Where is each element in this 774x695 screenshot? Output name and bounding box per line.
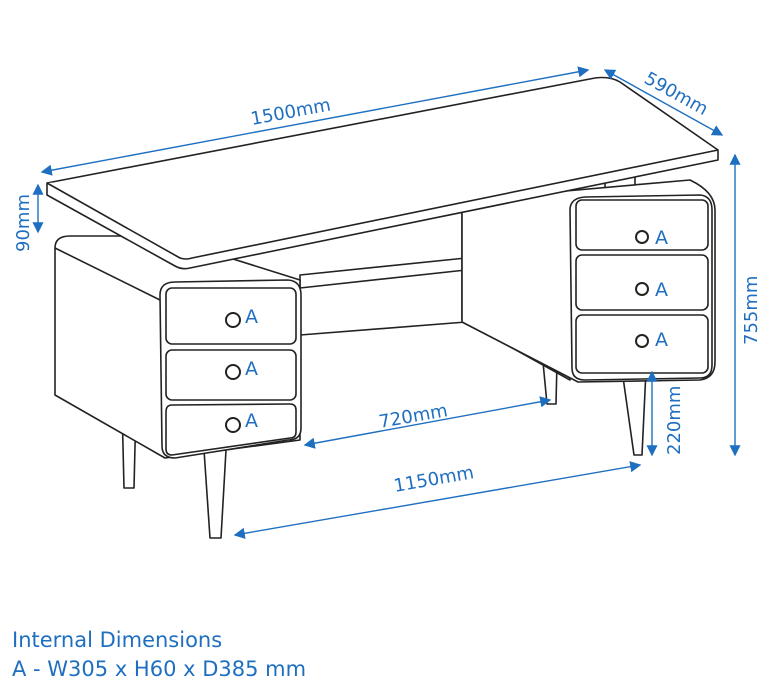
- leg-height-dimension: 220mm: [664, 386, 685, 455]
- drawer-label: A: [245, 410, 258, 432]
- legs: [121, 361, 647, 539]
- internal-dimensions-detail: A - W305 x H60 x D385 mm: [12, 657, 307, 681]
- leg-span-dimension: 1150mm: [392, 462, 475, 497]
- height-dimension: 755mm: [741, 276, 762, 345]
- top-thickness-dimension: 90mm: [13, 194, 34, 252]
- width-dimension: 1500mm: [249, 95, 332, 130]
- drawer-label: A: [655, 227, 668, 249]
- inner-width-dimension: 720mm: [377, 400, 449, 433]
- right-pedestal: A A A: [461, 179, 716, 383]
- drawer-label: A: [655, 279, 668, 301]
- drawer-label: A: [655, 329, 668, 351]
- modesty-panel: [299, 257, 467, 336]
- drawer-label: A: [245, 358, 258, 380]
- left-pedestal: A A A: [54, 235, 302, 459]
- drawer-label: A: [245, 306, 258, 328]
- internal-dimensions-title: Internal Dimensions: [12, 628, 223, 652]
- dimension-lines: [32, 66, 741, 539]
